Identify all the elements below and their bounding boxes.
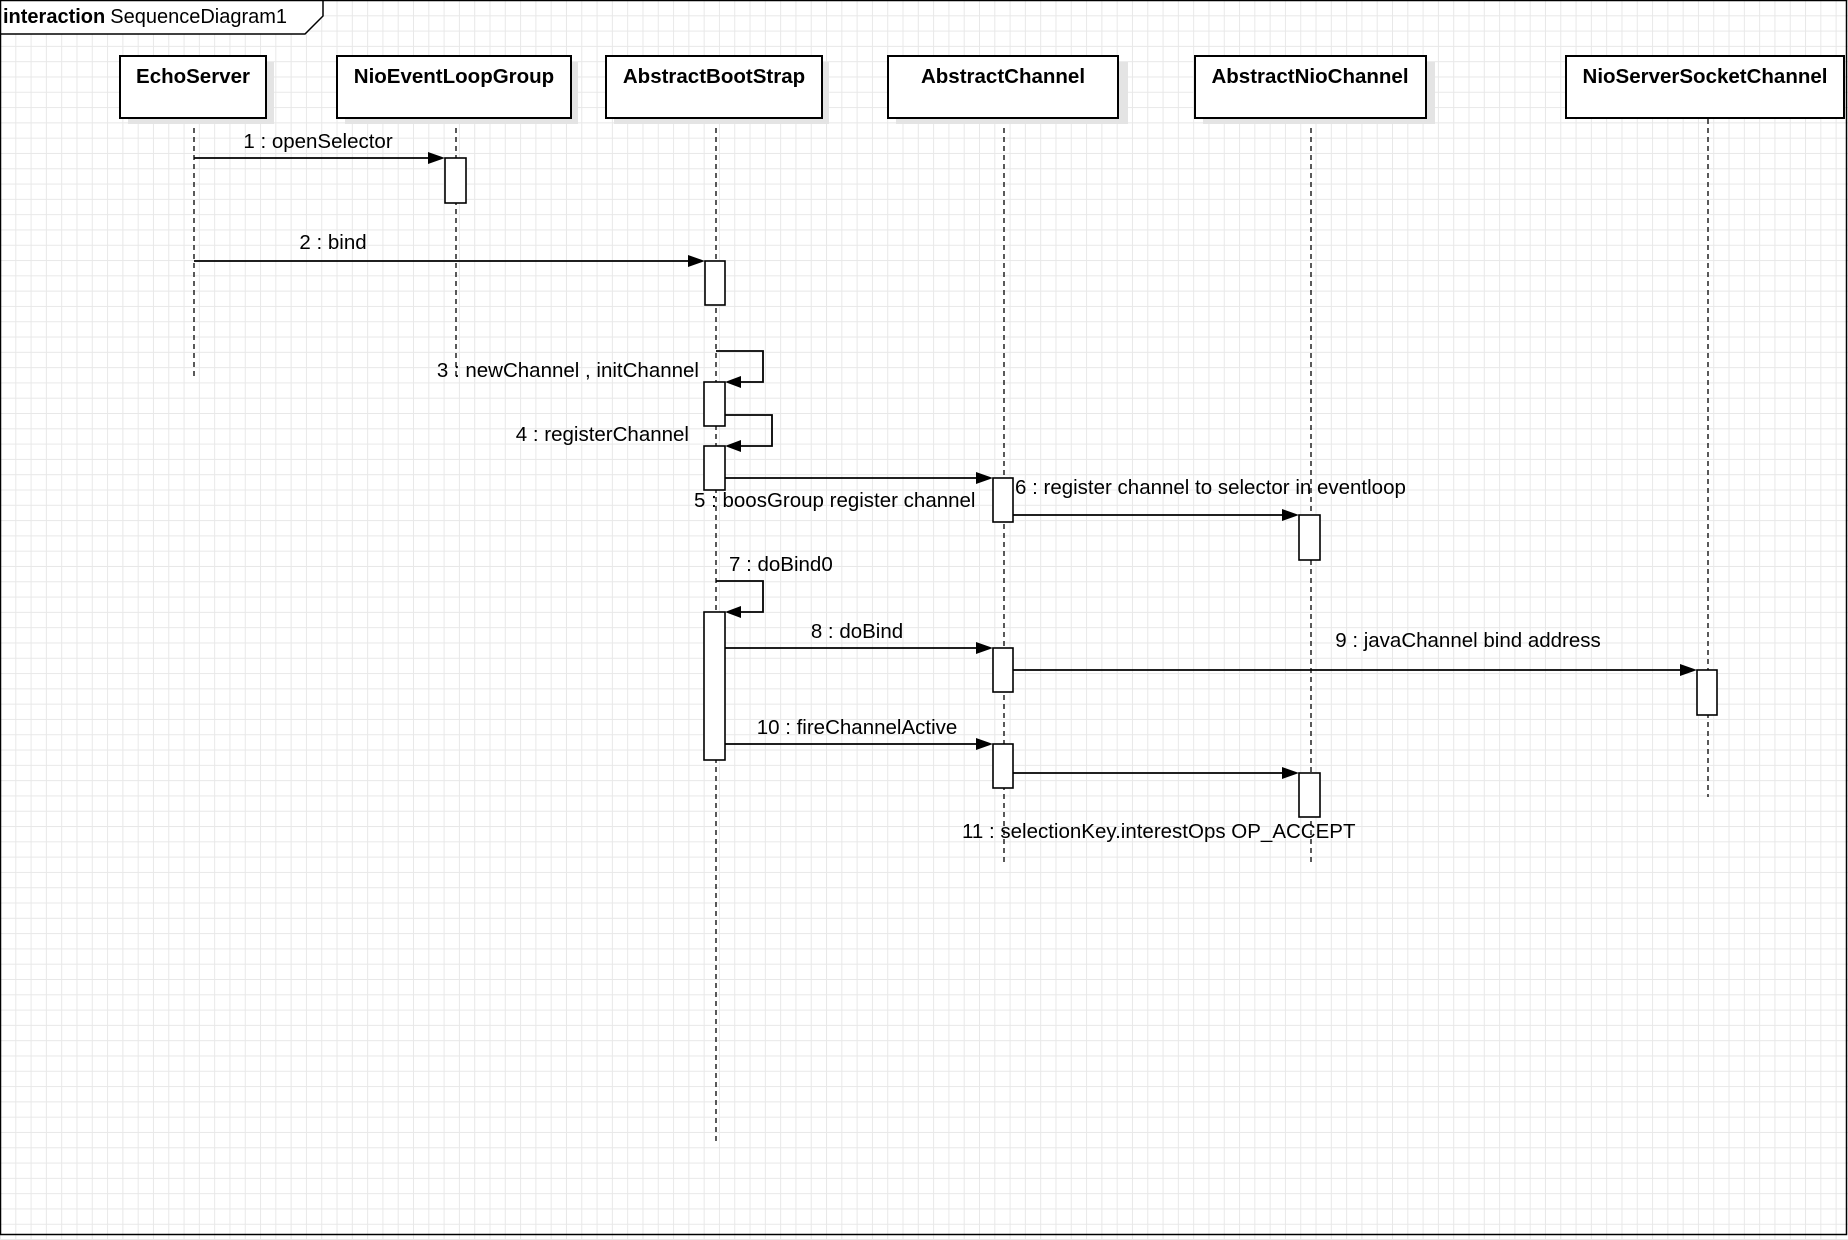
activation-bar [992,477,1014,523]
arrow-head-icon [1282,767,1299,779]
self-message-arrow [716,580,764,613]
message-11: 11 : selectionKey.interestOps OP_ACCEPT [962,767,1356,843]
head-box [119,55,267,119]
activation-bar [703,445,726,491]
lifeline-title-abstractniochannel: AbstractNioChannel [1211,65,1408,88]
message-8: 8 : doBind [725,620,993,654]
lifeline-title-abstractchannel: AbstractChannel [921,65,1085,88]
head-box [1194,55,1427,119]
message-3: 3 : newChannel , initChannel [437,350,764,388]
lifeline-echoserver-head: EchoServer [119,55,274,124]
message-label: 10 : fireChannelActive [757,716,958,739]
activation-bar [703,381,726,427]
lifeline-abstractbootstrap-head: AbstractBootStrap [605,55,829,124]
arrow-head-icon [1680,664,1697,676]
lifeline-nioserversocketchannel-head: NioServerSocketChannel [1565,55,1845,119]
lifeline-nioeventloopgroup-head: NioEventLoopGroup [336,55,578,124]
arrow-head-icon [725,376,741,388]
message-5: 5 : boosGroup register channel [694,472,993,512]
activation-bar [1298,772,1321,818]
lifeline-title-echoserver: EchoServer [136,65,250,88]
head-box [887,55,1119,119]
message-label: 6 : register channel to selector in even… [1015,476,1406,499]
arrow-head-icon [725,606,741,618]
activation-bar [703,611,726,761]
lifeline-title-nioeventloopgroup: NioEventLoopGroup [354,65,554,88]
message-label: 8 : doBind [811,620,903,643]
message-label: 3 : newChannel , initChannel [437,359,699,382]
lifeline-abstractchannel-head: AbstractChannel [887,55,1128,124]
message-label: 11 : selectionKey.interestOps OP_ACCEPT [962,820,1356,843]
lifeline-title-nioserversocketchannel: NioServerSocketChannel [1583,65,1828,88]
message-1: 1 : openSelector [194,130,445,164]
frame-kind-label: interaction [3,6,105,28]
message-label: 5 : boosGroup register channel [694,489,975,512]
message-label: 1 : openSelector [243,130,392,153]
message-label: 9 : javaChannel bind address [1335,629,1601,652]
message-label: 7 : doBind0 [729,553,833,576]
arrow-head-icon [976,738,993,750]
message-9: 9 : javaChannel bind address [1013,629,1697,676]
arrow-head-icon [688,255,705,267]
arrow-head-icon [976,642,993,654]
arrow-head-icon [725,440,741,452]
message-10: 10 : fireChannelActive [725,716,993,750]
self-message-arrow [716,350,764,383]
head-box [605,55,823,119]
arrow-head-icon [428,152,445,164]
activation-bar [1298,514,1321,561]
message-6: 6 : register channel to selector in even… [1013,476,1406,521]
message-4: 4 : registerChannel [516,414,773,452]
message-7: 7 : doBind0 [716,553,833,618]
message-2: 2 : bind [194,231,705,267]
activation-bar [444,157,467,204]
activation-bar [704,260,726,306]
activation-bar [1696,669,1718,716]
lifeline-abstractniochannel-head: AbstractNioChannel [1194,55,1435,124]
frame-name-label: SequenceDiagram1 [110,6,287,28]
message-label: 2 : bind [299,231,366,254]
self-message-arrow [725,414,773,447]
frame-tab [0,0,324,35]
arrow-head-icon [1282,509,1299,521]
message-label: 4 : registerChannel [516,423,689,446]
activation-bar [992,647,1014,693]
lifeline-title-abstractbootstrap: AbstractBootStrap [623,65,805,88]
head-box [336,55,572,119]
head-box [1565,55,1845,119]
arrow-head-icon [976,472,993,484]
activation-bar [992,743,1014,789]
